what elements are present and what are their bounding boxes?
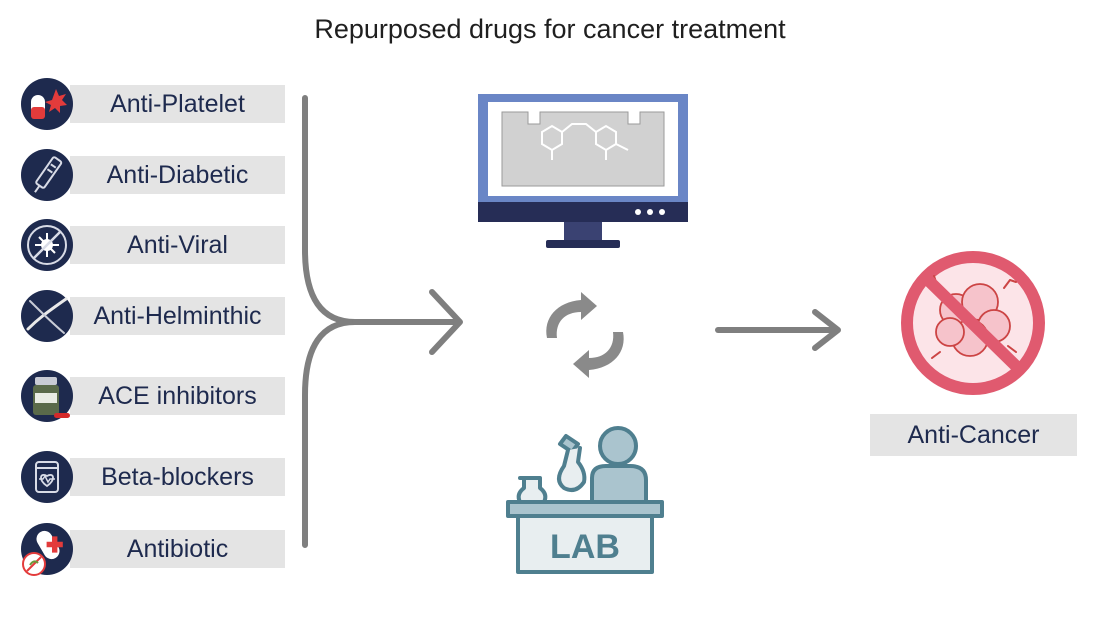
- insulin-pen-icon: [20, 148, 74, 202]
- monitor-molecule-icon: [478, 94, 688, 248]
- drug-class-label: Beta-blockers: [70, 458, 285, 496]
- lab-scientist-icon: LAB: [506, 426, 664, 574]
- no-virus-icon: [20, 218, 74, 272]
- drug-class-label: Anti-Viral: [70, 226, 285, 264]
- drug-class-label: Anti-Platelet: [70, 85, 285, 123]
- merge-arrow-head: [429, 289, 463, 355]
- drug-class-item: Anti-Helminthic: [20, 286, 285, 344]
- merge-bracket-top: [302, 95, 358, 325]
- drug-class-item: Beta-blockers: [20, 447, 285, 505]
- antibiotic-capsule-icon: [20, 522, 74, 576]
- heart-medicine-icon: [20, 450, 74, 504]
- drug-class-label: Anti-Diabetic: [70, 156, 285, 194]
- drug-class-item: Anti-Platelet: [20, 74, 285, 132]
- pill-icon: [20, 77, 74, 131]
- pill-bottle-icon: [20, 369, 74, 423]
- lab-text: LAB: [550, 528, 620, 566]
- drug-class-item: Anti-Viral: [20, 215, 285, 273]
- drug-class-item: Anti-Diabetic: [20, 145, 285, 203]
- outcome-arrow-head: [812, 309, 841, 351]
- outcome-label: Anti-Cancer: [870, 414, 1077, 456]
- merge-bracket-bottom: [302, 319, 358, 548]
- drug-class-label: Antibiotic: [70, 530, 285, 568]
- worm-icon: [20, 289, 74, 343]
- no-cancer-icon: [901, 251, 1045, 395]
- drug-class-item: Antibiotic: [20, 519, 285, 577]
- drug-class-label: ACE inhibitors: [70, 377, 285, 415]
- diagram-title: Repurposed drugs for cancer treatment: [314, 14, 786, 44]
- drug-class-label: Anti-Helminthic: [70, 297, 285, 335]
- refresh-cycle-icon: [546, 292, 624, 378]
- drug-class-item: ACE inhibitors: [20, 366, 285, 424]
